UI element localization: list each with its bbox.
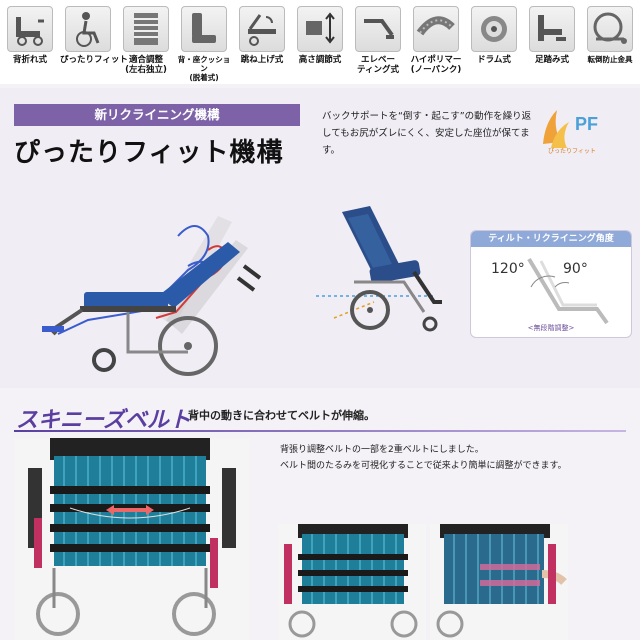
armrest-lift-icon <box>239 6 285 52</box>
backrest-fold-icon <box>7 6 53 52</box>
feature-height-adjust: 高さ調節式 <box>292 6 348 80</box>
reclining-wheelchair-illustration <box>38 196 270 382</box>
anti-tip-icon <box>587 6 633 52</box>
elevating-icon <box>355 6 401 52</box>
perfect-fit-icon <box>65 6 111 52</box>
feature-fit-adjust: 適合調整 (左右独立) <box>118 6 174 80</box>
feature-drum-brake: ドラム式 <box>466 6 522 80</box>
perfect-fit-description: バックサポートを“倒す・起こす”の動作を繰り返してもお尻がズレにくく、安定した座… <box>322 111 532 156</box>
description-line: 背張り調整ベルトの一部を2重ベルトにしました。 <box>280 445 484 455</box>
feature-elevating: エレベー ティング式 <box>350 6 406 80</box>
feature-label: ぴったりフィット <box>60 55 128 65</box>
feature-label: 転倒防止金具 <box>587 55 633 64</box>
perfect-fit-title: ぴったりフィット機構 <box>14 138 284 168</box>
tilt-angle-value: 90° <box>563 261 588 277</box>
feature-armrest-lift: 跳ね上げ式 <box>234 6 290 80</box>
recline-angle-value: 120° <box>491 261 525 277</box>
fit-adjust-icon <box>123 6 169 52</box>
cushion-icon <box>181 6 227 52</box>
stepless-adjust-note: <無段階調整> <box>527 324 575 332</box>
feature-label: 高さ調節式 <box>298 55 342 65</box>
tilted-wheelchair-photo <box>314 198 460 338</box>
skinnies-belt-subtitle: 背中の動きに合わせてベルトが伸縮。 <box>188 409 375 422</box>
feature-backrest-fold: 背折れ式 <box>2 6 58 80</box>
pf-logo-caption: ぴったりフィット <box>548 148 596 155</box>
feature-perfect-fit: ぴったりフィット <box>60 6 128 80</box>
pf-logo: PF <box>537 104 605 156</box>
feature-label: ハイポリマー (ノーパンク) <box>410 55 462 75</box>
feature-high-polymer-tire: ハイポリマー (ノーパンク) <box>408 6 464 80</box>
feature-cushion: 背・座クッション (脱着式) <box>176 6 232 82</box>
foot-pedal-icon <box>529 6 575 52</box>
feature-label: 跳ね上げ式 <box>240 55 284 65</box>
skinnies-belt-title: スキニーズベルト <box>16 408 191 433</box>
high-polymer-tire-icon <box>413 6 459 52</box>
belt-back-photo-small-2 <box>430 524 568 640</box>
feature-label: ドラム式 <box>477 55 511 65</box>
new-mechanism-badge: 新リクライニング機構 <box>14 104 300 126</box>
skinnies-belt-description: 背張り調整ベルトの一部を2重ベルトにしました。 ベルト間のたるみを可視化すること… <box>280 442 630 474</box>
drum-brake-icon <box>471 6 517 52</box>
section-divider <box>14 430 626 432</box>
feature-label: エレベー ティング式 <box>357 55 399 75</box>
description-line: ベルト間のたるみを可視化することで従来より簡単に調整ができます。 <box>280 461 567 471</box>
feature-label: 足踏み式 <box>534 55 569 65</box>
pf-logo-text: PF <box>575 114 598 134</box>
angle-diagram-title: ティルト・リクライニング角度 <box>471 231 631 247</box>
feature-label: 背・座クッション (脱着式) <box>177 55 231 82</box>
belt-back-photo-large <box>14 438 250 640</box>
feature-icon-bar: 背折れ式 ぴったりフィット 適合調整 (左右独立) 背・座クッション (脱着式)… <box>0 0 640 84</box>
feature-foot-pedal: 足踏み式 <box>524 6 580 80</box>
feature-label: 適合調整 (左右独立) <box>125 55 167 75</box>
belt-back-photo-small-1 <box>278 524 426 640</box>
feature-label: 背折れ式 <box>12 55 47 65</box>
feature-anti-tip: 転倒防止金具 <box>582 6 638 80</box>
tilt-recline-angle-diagram: ティルト・リクライニング角度 120° 90° <無段階調整> <box>470 230 632 338</box>
height-adjust-icon <box>297 6 343 52</box>
